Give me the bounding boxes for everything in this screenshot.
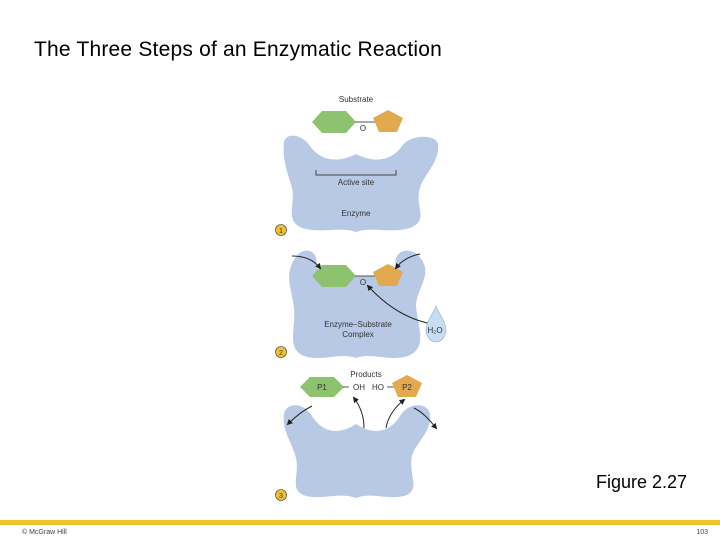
step-1: Substrate O Active site Enzyme 1 xyxy=(275,95,439,236)
enzyme-shape-3 xyxy=(283,405,431,498)
active-site-label: Active site xyxy=(338,178,375,187)
step-1-number: 1 xyxy=(279,228,283,235)
active-site-bracket xyxy=(315,170,397,176)
step-2-circle xyxy=(275,346,287,358)
step-3-circle xyxy=(275,489,287,501)
arrow-right-flap xyxy=(394,253,421,270)
arrow-p1-up xyxy=(352,396,365,429)
product-2-pentagon xyxy=(392,375,422,397)
oh-label: OH xyxy=(353,383,365,392)
arrow-release-left xyxy=(286,405,313,426)
arrow-water xyxy=(366,284,433,325)
water-label: H₂O xyxy=(427,326,442,335)
bond-oxygen-label: O xyxy=(360,124,366,133)
substrate-orange-pentagon xyxy=(373,110,403,132)
slide-title: The Three Steps of an Enzymatic Reaction xyxy=(34,38,442,61)
enzyme-shape-1 xyxy=(283,135,439,232)
copyright-text: © McGraw Hill xyxy=(22,529,67,536)
footer-bar xyxy=(0,520,720,525)
step-3-number: 3 xyxy=(279,493,283,500)
step-2-number: 2 xyxy=(279,350,283,357)
enzyme-shape-2 xyxy=(289,250,426,358)
step-1-circle xyxy=(275,224,287,236)
enzyme-reaction-diagram: Substrate O Active site Enzyme 1 O H₂O E… xyxy=(260,84,460,504)
page-number: 103 xyxy=(696,529,708,536)
step-2: O H₂O Enzyme–Substrate Complex 2 xyxy=(275,250,447,358)
substrate-label: Substrate xyxy=(339,95,374,104)
figure-caption: Figure 2.27 xyxy=(596,472,688,492)
enzyme-label: Enzyme xyxy=(342,209,371,218)
complex-label-line1: Enzyme–Substrate xyxy=(324,320,392,329)
product-2-label: P2 xyxy=(402,383,412,392)
water-drop xyxy=(425,305,447,343)
arrow-release-right xyxy=(413,407,438,430)
products-label: Products xyxy=(350,370,382,379)
bound-green-hexagon xyxy=(312,265,356,287)
bound-oxygen-label: O xyxy=(360,278,366,287)
complex-label-line2: Complex xyxy=(342,330,374,339)
product-1-hexagon xyxy=(300,377,344,397)
bound-orange-pentagon xyxy=(373,264,403,286)
product-1-label: P1 xyxy=(317,383,327,392)
ho-label: HO xyxy=(372,383,384,392)
substrate-green-hexagon xyxy=(312,111,356,133)
arrow-p2-up xyxy=(385,398,406,429)
arrow-left-flap xyxy=(291,255,322,270)
step-3: Products P1 OH HO P2 3 xyxy=(275,370,438,501)
